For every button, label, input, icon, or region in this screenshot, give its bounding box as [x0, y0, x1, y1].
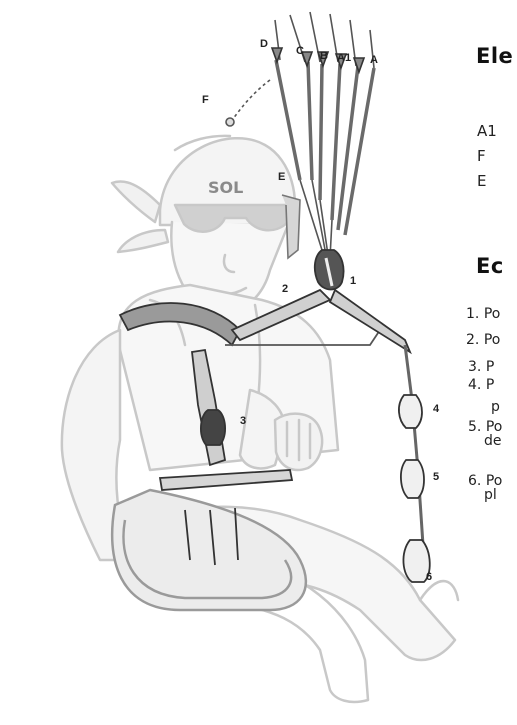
step-4-cont: p [491, 400, 500, 414]
legend-item-f: F [477, 147, 486, 165]
step-5: 5. Po [468, 420, 502, 434]
riser-label-d: D [260, 38, 268, 50]
riser-label-a: A [370, 54, 378, 66]
legend-heading: Ele [476, 44, 513, 68]
callout-6: 6 [426, 571, 432, 583]
callout-2: 2 [282, 283, 288, 295]
step-4: 4. P [468, 378, 494, 392]
callout-4: 4 [433, 403, 440, 415]
part-label-f: F [202, 94, 209, 106]
callout-3: 3 [240, 415, 246, 427]
callout-1: 1 [350, 275, 356, 287]
step-2: 2. Po [466, 333, 500, 347]
seat-board [112, 490, 306, 610]
riser-label-a1: A1 [337, 52, 351, 64]
step-1: 1. Po [466, 307, 500, 321]
legend-item-a1: A1 [477, 122, 497, 140]
helmet-logo: SOL [208, 178, 243, 197]
callout-5: 5 [433, 471, 439, 483]
step-6: 6. Po [468, 474, 502, 488]
legend-item-e: E [477, 172, 486, 190]
step-5-cont: de [484, 434, 502, 448]
part-label-e: E [278, 171, 285, 183]
riser-label-b: B [320, 50, 328, 62]
step-6-cont: pl [484, 488, 497, 502]
harness-illustration: D C B A1 A F E SOL 1 2 3 4 5 6 [0, 0, 470, 725]
step-3: 3. P [468, 360, 494, 374]
riser-label-c: C [296, 45, 304, 57]
pilot-figure [62, 136, 458, 702]
steps-heading: Ec [476, 254, 504, 278]
